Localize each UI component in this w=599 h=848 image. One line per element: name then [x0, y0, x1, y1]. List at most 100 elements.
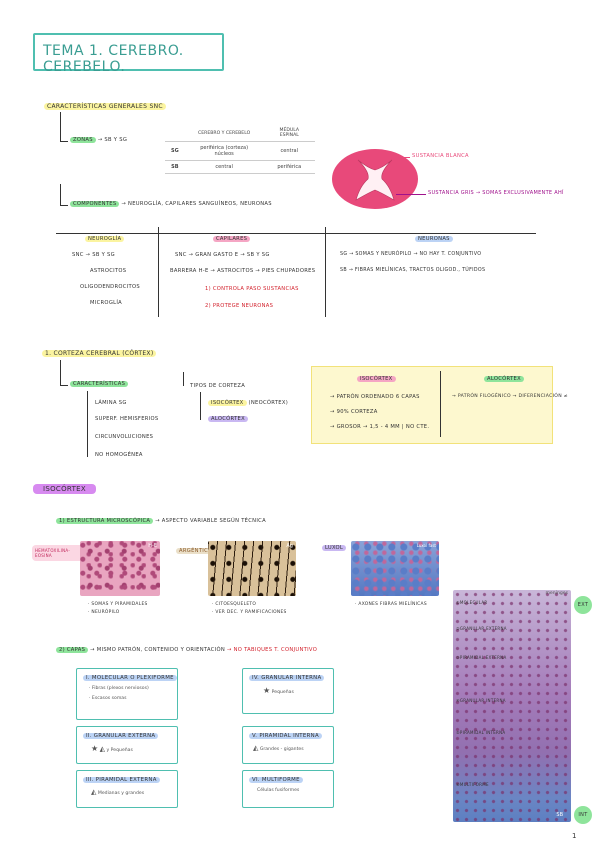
- corteza-char: NO HOMOGÉNEA: [95, 452, 143, 458]
- layer-6-sub: Células fusiformes: [257, 788, 300, 793]
- capas-line: 2) CAPAS → MISMO PATRÓN, CONTENIDO Y ORI…: [56, 647, 317, 653]
- sustancia-gris-label: SUSTANCIA GRIS → SOMAS EXCLUSIVAMENTE AH…: [428, 190, 564, 196]
- he-caption-2: · NEURÓPILO: [88, 610, 120, 615]
- layer-3-title: III. PIRAMIDAL EXTERNA: [83, 777, 160, 783]
- neuroglia-title: NEUROGLÍA: [85, 236, 125, 242]
- corteza-char: SUPERF. HEMISFERIOS: [95, 416, 159, 422]
- capas-red: → NO TABIQUES T. CONJUNTIVO: [226, 647, 318, 653]
- layer-5-title: V. PIRAMIDAL INTERNA: [249, 733, 322, 739]
- estructura-rest: → ASPECTO VARIABLE SEGÚN TÉCNICA: [155, 518, 266, 524]
- micro-layer-label: ④GRANULAR INTERNA: [456, 698, 506, 703]
- table-cell: central: [184, 160, 264, 174]
- luxol-label: LUXOL: [322, 545, 347, 551]
- layer-3-sub: Medianas y grandes: [97, 791, 145, 796]
- layer-2-title: II. GRANULAR EXTERNA: [83, 733, 159, 739]
- layer-1-title: I. MOLECULAR O PLEXIFORME: [83, 675, 177, 681]
- table-row: SB central periférica: [165, 160, 315, 174]
- micro-layer-label: ③PIRAMIDAL EXTERNA: [456, 655, 507, 660]
- tipo-alocortex: ALOCÓRTEX: [208, 416, 248, 422]
- capilares-title: CAPILARES: [213, 236, 251, 242]
- compare-iso-3: → GROSOR → 1,5 - 4 mm | NO CTE.: [330, 424, 430, 430]
- layer-1-sub1: · Fibras (plexos nerviosos): [89, 686, 149, 691]
- table-row: SG periférica (corteza) núcleos central: [165, 141, 315, 161]
- corteza-heading: 1. CORTEZA CEREBRAL (CÓRTEX): [42, 350, 157, 357]
- ag-code: Ag: [286, 543, 293, 549]
- table-header-medula: MÉDULA ESPINAL: [263, 125, 315, 142]
- page-title: TEMA 1. CEREBRO. CEREBELO.: [43, 43, 184, 75]
- neuroglia-item: ASTROCITOS: [90, 268, 127, 274]
- capilares-line4: 2) PROTEGE NEURONAS: [205, 303, 274, 309]
- zonas-rest: → SB y SG: [97, 137, 128, 143]
- capas-rest: → MISMO PATRÓN, CONTENIDO Y ORIENTACIÓN: [90, 647, 226, 653]
- capilares-line1: SNC → GRAN GASTO E → SB y SG: [175, 252, 270, 258]
- tipo-isocortex-label: ISOCÓRTEX: [208, 400, 247, 406]
- luxol-code: Luxol fast: [416, 543, 436, 548]
- layer-box-4: IV. GRANULAR INTERNA ★ Pequeñas: [242, 668, 334, 714]
- estructura-label: 1) ESTRUCTURA MICROSCÓPICA: [56, 518, 154, 524]
- he-micrograph: H-E: [80, 541, 160, 596]
- componentes-rest: → NEUROGLÍA, CAPILARES SANGUÍNEOS, NEURO…: [121, 201, 272, 207]
- micro-layer-label: ⑥MULTIFORME: [456, 782, 489, 787]
- he-code: H-E: [148, 543, 157, 549]
- table-header-cerebro: CEREBRO Y CEREBELO: [184, 125, 264, 142]
- layer-box-5: V. PIRAMIDAL INTERNA ◭ Grandes - gigante…: [242, 726, 334, 764]
- neuronas-title: NEURONAS: [415, 236, 453, 242]
- page-title-box: TEMA 1. CEREBRO. CEREBELO.: [33, 33, 224, 75]
- capilares-line3: 1) CONTROLA PASO SUSTANCIAS: [205, 286, 299, 292]
- layer-4-title: IV. GRANULAR INTERNA: [249, 675, 325, 681]
- ag-caption-1: · CITOESQUELETO: [212, 602, 257, 607]
- micro-layer-label: ②GRANULAR EXTERNA: [456, 626, 507, 631]
- neuronas-line2: SB → FIBRAS MIELÍNICAS, TRACTOS OLIGOD.,…: [340, 268, 486, 273]
- compare-alo-1: → PATRÓN FILOGÉNICO → DIFERENCIACIÓN ≠: [452, 394, 568, 399]
- micro-sb-label: SB: [556, 812, 563, 818]
- layer-5-sub: Grandes - gigantes: [259, 747, 304, 752]
- table-cell: central: [263, 141, 315, 161]
- sustancia-blanca-label: SUSTANCIA BLANCA: [412, 153, 469, 159]
- star-icon: ★: [263, 686, 271, 695]
- isocortex-heading: ISOCÓRTEX: [33, 484, 96, 494]
- page-number: 1: [572, 832, 577, 840]
- triangle-icon: ◭: [253, 744, 259, 752]
- componentes-line: COMPONENTES → NEUROGLÍA, CAPILARES SANGU…: [70, 201, 272, 207]
- micro-layer-label: ①MOLECULAR: [456, 600, 488, 605]
- cortex-layers-micrograph: meninges SB: [453, 590, 571, 822]
- zonas-label: ZONAS: [70, 137, 96, 143]
- table-cell: SG: [165, 141, 185, 161]
- luxol-caption: · AXONES FIBRAS MIELÍNICAS: [355, 602, 427, 607]
- layer-4-sub: Pequeñas: [271, 690, 294, 695]
- tipo-isocortex: ISOCÓRTEX (NEOCÓRTEX): [208, 400, 288, 406]
- corteza-char: CIRCUNVOLUCIONES: [95, 434, 154, 440]
- he-caption-1: · SOMAS Y PIRAMIDALES: [88, 602, 148, 607]
- caracteristicas-label: CARACTERÍSTICAS: [70, 381, 129, 387]
- caracteristicas-heading: CARACTERÍSTICAS GENERALES SNC: [44, 103, 166, 110]
- estructura-line: 1) ESTRUCTURA MICROSCÓPICA → ASPECTO VAR…: [56, 518, 266, 524]
- table-cell: SB: [165, 160, 185, 174]
- layer-box-2: II. GRANULAR EXTERNA ★ ◭ y Pequeñas: [76, 726, 178, 764]
- luxol-micrograph: Luxol fast: [351, 541, 439, 596]
- compare-alo-title: ALOCÓRTEX: [484, 376, 524, 382]
- layer-1-sub2: · Escasos somas: [89, 696, 127, 701]
- corteza-char: LÁMINA SG: [95, 400, 127, 406]
- compare-iso-2: → 90% CORTEZA: [330, 409, 378, 415]
- micro-meninges-label: meninges: [545, 591, 568, 596]
- ext-badge: EXT: [574, 596, 592, 614]
- star-icon: ★: [91, 744, 99, 753]
- neuronas-line1: SG → SOMAS y NEURÓPILO → NO HAY T. CONJU…: [340, 252, 482, 257]
- triangle-icon: ◭: [91, 788, 97, 796]
- layer-box-1: I. MOLECULAR O PLEXIFORME · Fibras (plex…: [76, 668, 178, 720]
- int-badge: INT: [574, 806, 592, 824]
- compare-iso-title: ISOCÓRTEX: [357, 376, 396, 382]
- neuroglia-item: MICROGLÍA: [90, 300, 123, 306]
- argentica-label: ARGÉNTICA: [176, 548, 215, 554]
- tipo-isocortex-alt: (NEOCÓRTEX): [248, 400, 289, 406]
- triangle-icon: ◭: [99, 745, 106, 753]
- table-cell: periférica (corteza) núcleos: [184, 141, 264, 161]
- table-cell: periférica: [263, 160, 315, 174]
- zonas-line: ZONAS → SB y SG: [70, 137, 127, 143]
- componentes-label: COMPONENTES: [70, 201, 120, 207]
- tipos-corteza-label: TIPOS DE CORTEZA: [190, 383, 246, 389]
- he-label: HEMATOXILINA-EOSINA: [32, 545, 84, 561]
- ag-caption-2: · VER DEC. Y RAMIFICACIONES: [212, 610, 287, 615]
- micro-layer-label: ⑤PIRAMIDAL INTERNA: [456, 730, 506, 735]
- zonas-table: CEREBRO Y CEREBELO MÉDULA ESPINAL SG per…: [165, 125, 315, 174]
